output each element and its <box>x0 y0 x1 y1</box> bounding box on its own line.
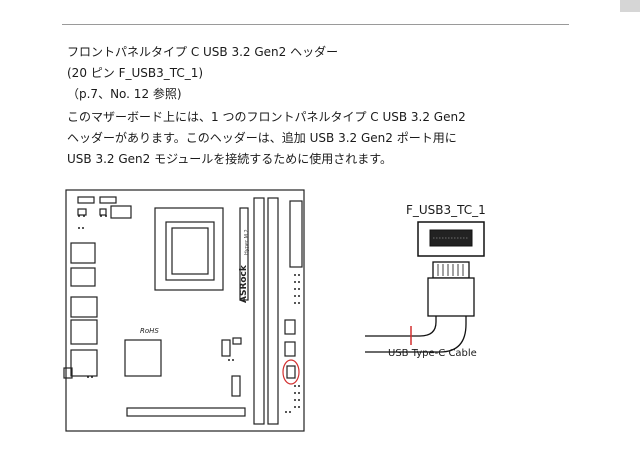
small-connector <box>77 196 95 204</box>
cable-outline-bottom <box>365 316 467 353</box>
m2-slot-label: Hyper M.2 <box>244 229 250 255</box>
board-outline <box>65 189 305 432</box>
io-block <box>70 296 98 318</box>
small-header <box>221 339 231 357</box>
sata-port <box>284 341 296 357</box>
description-paragraph: このマザーボード上には、1 つのフロントパネルタイプ C USB 3.2 Gen… <box>67 107 466 170</box>
rohs-mark: RoHS <box>140 327 159 335</box>
atx12v-connector <box>110 205 132 219</box>
section-title: フロントパネルタイプ C USB 3.2 Gen2 ヘッダー <box>67 45 339 59</box>
brand-logo: ASRock <box>239 264 249 303</box>
page-reference: （p.7、No. 12 参照) <box>67 87 182 101</box>
plug-body <box>427 277 475 317</box>
small-connector <box>99 208 107 216</box>
cpu-socket-frame <box>154 207 224 291</box>
io-block <box>70 319 98 345</box>
page-corner-tab <box>620 0 640 12</box>
chipset <box>124 339 162 377</box>
cpu-socket-inner <box>171 227 209 275</box>
header-highlight-circle <box>282 359 300 385</box>
small-connector <box>77 208 87 216</box>
small-connector <box>99 196 117 204</box>
small-header <box>231 375 241 397</box>
header-label: F_USB3_TC_1 <box>406 203 486 217</box>
motherboard-diagram <box>63 189 305 432</box>
cable-label: USB Type-C Cable <box>388 348 477 359</box>
pin-spec: (20 ピン F_USB3_TC_1) <box>67 66 204 80</box>
pcie-slot <box>126 407 246 417</box>
description-line-1: このマザーボード上には、1 つのフロントパネルタイプ C USB 3.2 Gen… <box>67 110 466 124</box>
small-header <box>232 337 242 345</box>
io-block <box>70 267 96 287</box>
atx-power-connector <box>289 200 303 268</box>
dimm-slot-a <box>253 197 265 425</box>
io-block <box>63 367 73 379</box>
connector-diagram: F_USB3_TC_1 USB Type-C Cable <box>365 203 486 359</box>
header-rule <box>62 24 569 25</box>
description-line-3: USB 3.2 Gen2 モジュールを接続するために使用されます。 <box>67 152 393 166</box>
io-block <box>70 242 96 264</box>
pin-dots <box>78 215 300 413</box>
dimm-slot-b <box>267 197 279 425</box>
cpu-socket <box>165 221 215 281</box>
description-line-2: ヘッダーがあります。このヘッダーは、追加 USB 3.2 Gen2 ポート用に <box>67 131 457 145</box>
m2-slot <box>239 207 249 301</box>
type-c-header <box>286 365 296 379</box>
io-block <box>70 349 98 377</box>
sata-port <box>284 319 296 335</box>
cable-outline-top <box>365 316 437 337</box>
section-heading: フロントパネルタイプ C USB 3.2 Gen2 ヘッダー (20 ピン F_… <box>67 42 338 105</box>
